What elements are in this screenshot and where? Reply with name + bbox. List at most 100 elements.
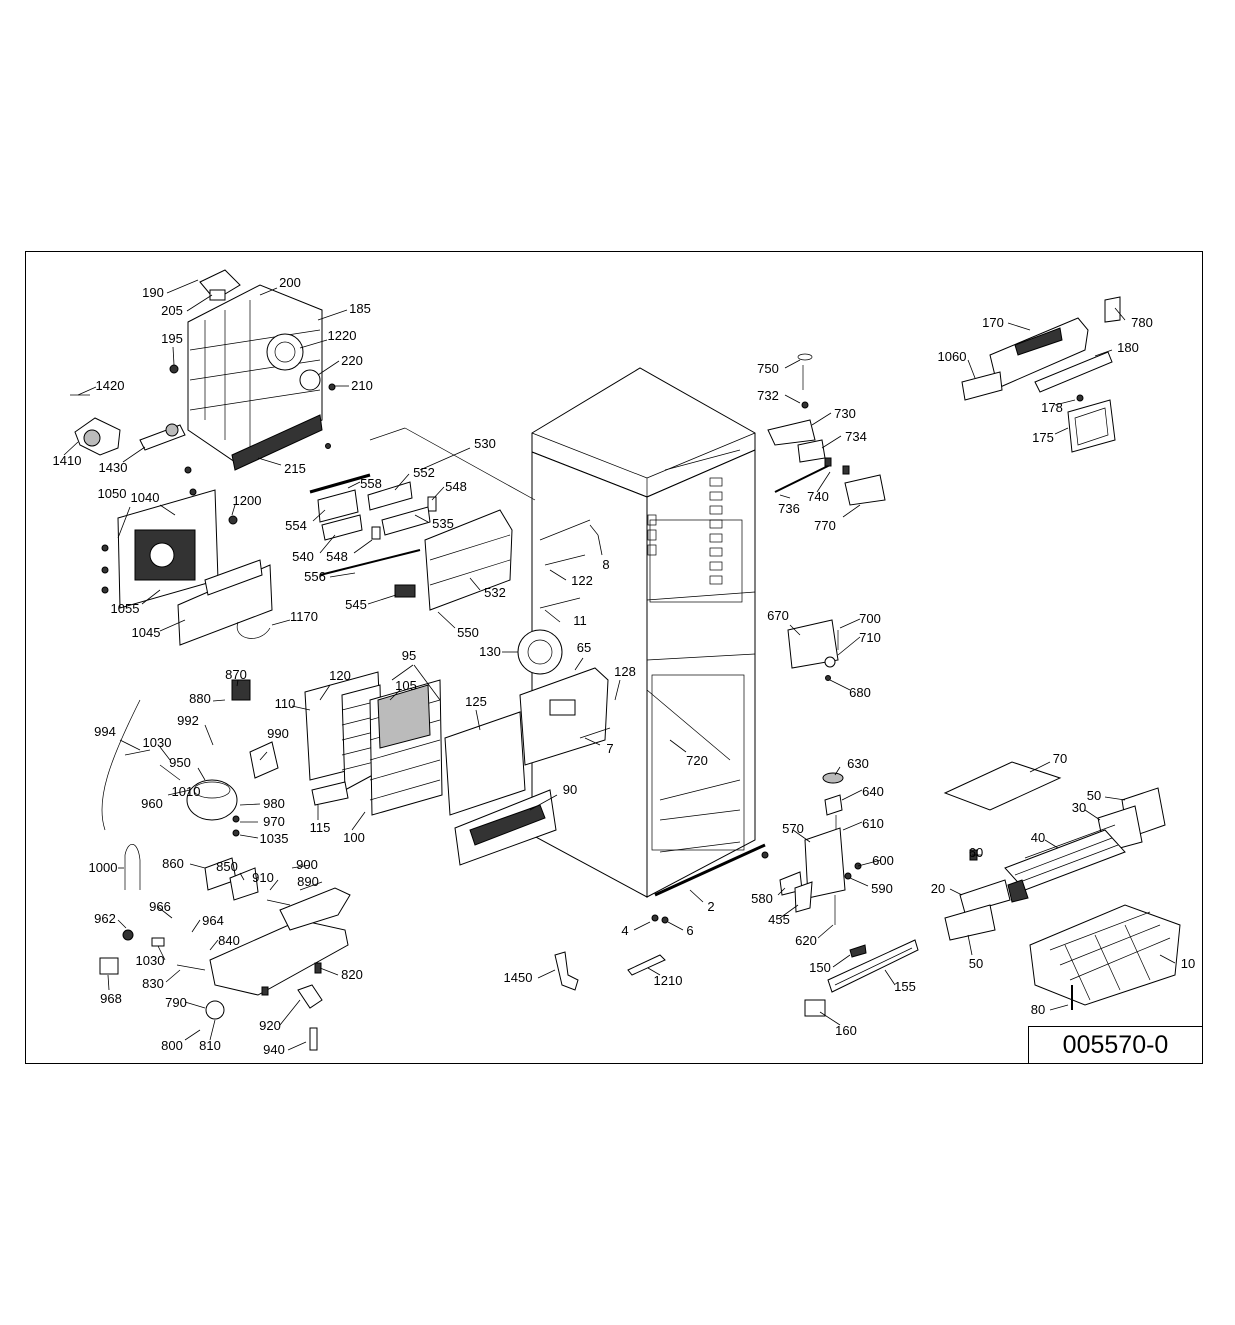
callout-label: 178 xyxy=(1041,400,1063,415)
callout-label: 170 xyxy=(982,315,1004,330)
cabinet-drawing xyxy=(531,367,756,898)
callout-label: 720 xyxy=(686,753,708,768)
callout-label: 780 xyxy=(1131,315,1153,330)
callout-label: 1040 xyxy=(131,490,160,505)
callout-label: 1010 xyxy=(172,784,201,799)
callout-label: 1045 xyxy=(132,625,161,640)
callout-label: 190 xyxy=(142,285,164,300)
callout-label: 105 xyxy=(395,678,417,693)
callout-label: 540 xyxy=(292,549,314,564)
callout-label: 552 xyxy=(413,465,435,480)
callout-label: 185 xyxy=(349,301,371,316)
callout-label: 640 xyxy=(862,784,884,799)
callout-label: 50 xyxy=(1087,788,1101,803)
callout-label: 70 xyxy=(1053,751,1067,766)
callout-label: 850 xyxy=(216,859,238,874)
callout-label: 548 xyxy=(326,549,348,564)
callout-label: 180 xyxy=(1117,340,1139,355)
callout-label: 670 xyxy=(767,608,789,623)
callout-label: 558 xyxy=(360,476,382,491)
callout-label: 60 xyxy=(969,845,983,860)
callout-label: 175 xyxy=(1032,430,1054,445)
callout-label: 890 xyxy=(297,874,319,889)
callout-label: 968 xyxy=(100,991,122,1006)
callout-label: 128 xyxy=(614,664,636,679)
callout-label: 1030 xyxy=(136,953,165,968)
callout-label: 125 xyxy=(465,694,487,709)
callout-label: 870 xyxy=(225,667,247,682)
callout-label: 554 xyxy=(285,518,307,533)
callout-label: 1030 xyxy=(143,735,172,750)
fan-housing-drawing xyxy=(101,466,273,646)
callout-label: 160 xyxy=(835,1023,857,1038)
callout-label: 1200 xyxy=(233,493,262,508)
callout-label: 1055 xyxy=(111,601,140,616)
callout-label: 620 xyxy=(795,933,817,948)
callout-label: 580 xyxy=(751,891,773,906)
callout-label: 1000 xyxy=(89,860,118,875)
callout-label: 992 xyxy=(177,713,199,728)
callout-label: 220 xyxy=(341,353,363,368)
callout-label: 120 xyxy=(329,668,351,683)
callout-label: 2 xyxy=(707,899,714,914)
callout-label: 600 xyxy=(872,853,894,868)
callout-label: 530 xyxy=(474,436,496,451)
callout-label: 1050 xyxy=(98,486,127,501)
callout-label: 790 xyxy=(165,995,187,1010)
callout-label: 800 xyxy=(161,1038,183,1053)
callout-label: 680 xyxy=(849,685,871,700)
callout-label: 1420 xyxy=(96,378,125,393)
callout-label: 7 xyxy=(606,741,613,756)
callout-label: 880 xyxy=(189,691,211,706)
callout-label: 964 xyxy=(202,913,224,928)
callout-label: 740 xyxy=(807,489,829,504)
callout-label: 50 xyxy=(969,956,983,971)
callout-label: 570 xyxy=(782,821,804,836)
callout-label: 195 xyxy=(161,331,183,346)
callout-label: 1035 xyxy=(260,831,289,846)
callout-label: 966 xyxy=(149,899,171,914)
callout-label: 860 xyxy=(162,856,184,871)
callout-label: 455 xyxy=(768,912,790,927)
callout-label: 130 xyxy=(479,644,501,659)
callout-label: 95 xyxy=(402,648,416,663)
callout-label: 200 xyxy=(279,275,301,290)
callout-label: 30 xyxy=(1072,800,1086,815)
callout-label: 155 xyxy=(894,979,916,994)
callout-label: 770 xyxy=(814,518,836,533)
callout-label: 532 xyxy=(484,585,506,600)
callout-label: 840 xyxy=(218,933,240,948)
callout-label: 962 xyxy=(94,911,116,926)
callout-label: 548 xyxy=(445,479,467,494)
compressor-drawing xyxy=(99,679,351,1051)
callout-label: 960 xyxy=(141,796,163,811)
callout-label: 1060 xyxy=(938,349,967,364)
hinge-drawing xyxy=(554,843,766,991)
callout-label: 550 xyxy=(457,625,479,640)
callout-label: 970 xyxy=(263,814,285,829)
display-unit-drawing xyxy=(961,296,1121,453)
callout-label: 810 xyxy=(199,1038,221,1053)
callout-label: 535 xyxy=(432,516,454,531)
callout-label: 80 xyxy=(1031,1002,1045,1017)
callout-label: 980 xyxy=(263,796,285,811)
callout-label: 900 xyxy=(296,857,318,872)
callout-label: 736 xyxy=(778,501,800,516)
callout-label: 8 xyxy=(602,557,609,572)
callout-label: 1220 xyxy=(328,328,357,343)
fan-motor-drawing xyxy=(444,629,611,866)
callout-label: 820 xyxy=(341,967,363,982)
callout-label: 920 xyxy=(259,1018,281,1033)
callout-label: 730 xyxy=(834,406,856,421)
callout-label: 950 xyxy=(169,755,191,770)
callout-label: 545 xyxy=(345,597,367,612)
callout-label: 4 xyxy=(621,923,628,938)
callout-label: 150 xyxy=(809,960,831,975)
callout-label: 110 xyxy=(275,696,296,711)
callout-label: 590 xyxy=(871,881,893,896)
drawing-number: 005570-0 xyxy=(1028,1026,1203,1064)
upper-hinge-drawing xyxy=(767,353,886,506)
lower-hinge-drawing xyxy=(761,772,862,925)
